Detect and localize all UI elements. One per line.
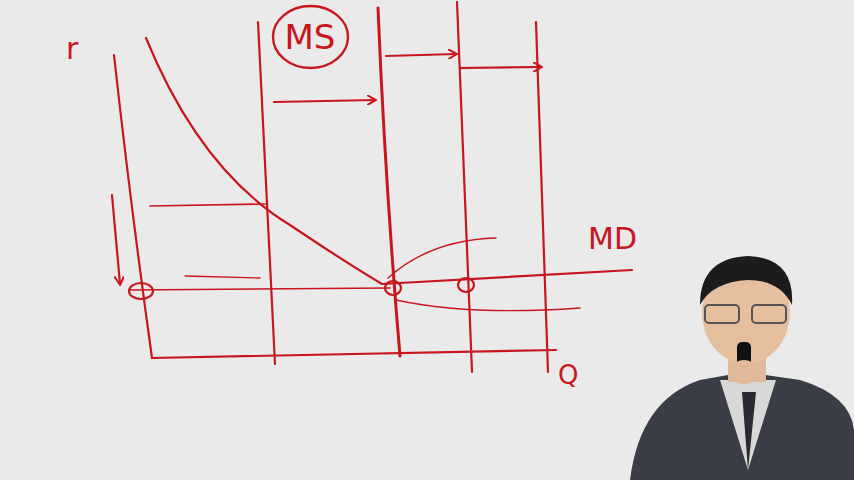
axis-label: MD <box>588 224 637 254</box>
axis-label: r <box>66 34 78 64</box>
circled-label: MS <box>271 4 350 70</box>
node-text: MS <box>285 20 336 54</box>
lecturer-figure <box>630 256 854 480</box>
axis-label: Q <box>558 362 578 388</box>
